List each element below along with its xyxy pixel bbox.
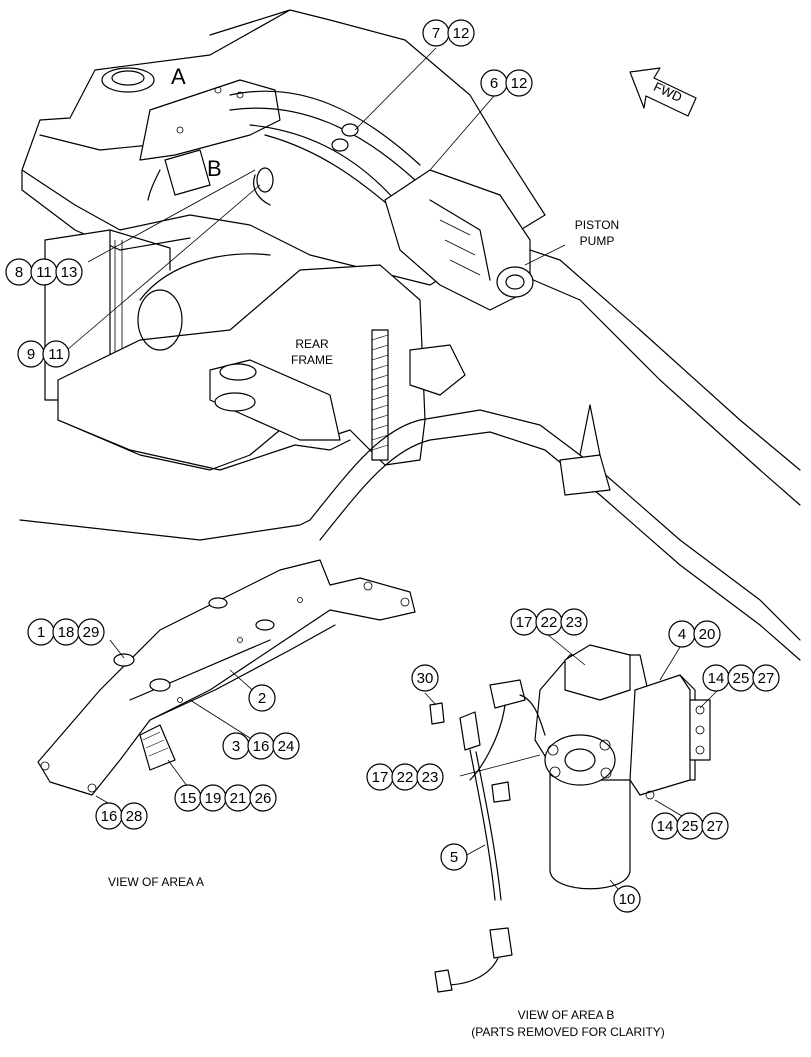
callout-number: 18 (58, 624, 75, 641)
callout-number: 9 (27, 346, 35, 363)
callout-g10: 17 22 23 (510, 608, 588, 636)
callout-number: 8 (15, 264, 23, 281)
view-area-a-caption: VIEW OF AREA A (108, 875, 204, 889)
callout-circle (42, 340, 70, 368)
callout-g4: 9 11 (17, 340, 70, 368)
callout-g2: 6 12 (480, 69, 533, 97)
callout-g1: 7 12 (422, 19, 475, 47)
callout-g3: 8 11 13 (5, 258, 83, 286)
main-view-leader-lines (66, 47, 495, 351)
callout-number: 7 (432, 25, 440, 42)
callout-circle (120, 802, 148, 830)
callout-number: 19 (205, 790, 222, 807)
callout-g17: 10 (613, 885, 641, 913)
callout-number: 25 (733, 670, 750, 687)
callout-number: 15 (180, 790, 197, 807)
area-a-bracket-drawing (37, 559, 416, 811)
callout-number: 27 (707, 818, 724, 835)
callout-circle (272, 732, 300, 760)
callout-number: 12 (453, 25, 470, 42)
callout-g15: 5 (440, 843, 468, 871)
callout-number: 5 (450, 849, 458, 866)
callout-number: 25 (682, 818, 699, 835)
callout-circle (505, 69, 533, 97)
callout-number: 4 (678, 626, 686, 643)
rear-frame-label-line2: FRAME (291, 353, 333, 367)
piston-pump-label-line2: PUMP (580, 234, 615, 248)
callout-g8: 15 19 21 26 (174, 784, 277, 812)
callout-g16: 14 25 27 (651, 812, 729, 840)
callout-number: 6 (490, 75, 498, 92)
callout-circle (613, 885, 641, 913)
callout-number: 24 (278, 738, 295, 755)
callout-circle (55, 258, 83, 286)
piston-pump-label-line1: PISTON (575, 218, 619, 232)
callout-circle (752, 664, 780, 692)
callout-circle (440, 843, 468, 871)
callout-number: 29 (83, 624, 100, 641)
callout-number: 16 (101, 808, 118, 825)
callout-number: 27 (758, 670, 775, 687)
callout-number: 23 (422, 769, 439, 786)
callout-circle (560, 608, 588, 636)
callout-number: 22 (397, 769, 414, 786)
callout-number: 14 (708, 670, 725, 687)
callout-number: 14 (657, 818, 674, 835)
callout-number: 12 (511, 75, 528, 92)
callout-g11: 4 20 (668, 620, 721, 648)
callout-circle (447, 19, 475, 47)
callout-number: 17 (516, 614, 533, 631)
callout-number: 2 (258, 690, 266, 707)
callout-g13: 30 (411, 664, 439, 692)
callout-number: 22 (541, 614, 558, 631)
callout-g14: 17 22 23 (366, 763, 444, 791)
area-b-label: B (207, 156, 222, 181)
callout-circle (411, 664, 439, 692)
callout-g5: 1 18 29 (27, 618, 105, 646)
view-area-b-caption: VIEW OF AREA B (518, 1008, 615, 1022)
callout-circle (416, 763, 444, 791)
callout-number: 17 (372, 769, 389, 786)
callout-circle (249, 784, 277, 812)
callout-g6: 2 (248, 684, 276, 712)
callout-number: 30 (417, 670, 434, 687)
callout-number: 3 (232, 738, 240, 755)
callout-circle (248, 684, 276, 712)
callout-g12: 14 25 27 (702, 664, 780, 692)
callout-number: 1 (37, 624, 45, 641)
callout-number: 26 (255, 790, 272, 807)
callout-number: 16 (253, 738, 270, 755)
area-b-filter-drawing (424, 633, 719, 993)
rear-frame-label-line1: REAR (295, 337, 329, 351)
forward-direction-arrow: FWD (629, 67, 697, 117)
callout-number: 21 (230, 790, 247, 807)
callout-number: 20 (699, 626, 716, 643)
callout-circle (693, 620, 721, 648)
callout-circle (701, 812, 729, 840)
callout-circle (77, 618, 105, 646)
pump-assembly-drawing (139, 79, 534, 311)
callout-number: 13 (61, 264, 78, 281)
callout-number: 11 (48, 346, 64, 363)
callout-number: 28 (126, 808, 143, 825)
callout-number: 10 (619, 891, 636, 908)
callout-g7: 3 16 24 (222, 732, 300, 760)
area-a-label: A (171, 64, 186, 89)
callout-number: 23 (566, 614, 583, 631)
callout-number: 11 (36, 264, 52, 281)
view-area-b-note: (PARTS REMOVED FOR CLARITY) (471, 1025, 665, 1039)
